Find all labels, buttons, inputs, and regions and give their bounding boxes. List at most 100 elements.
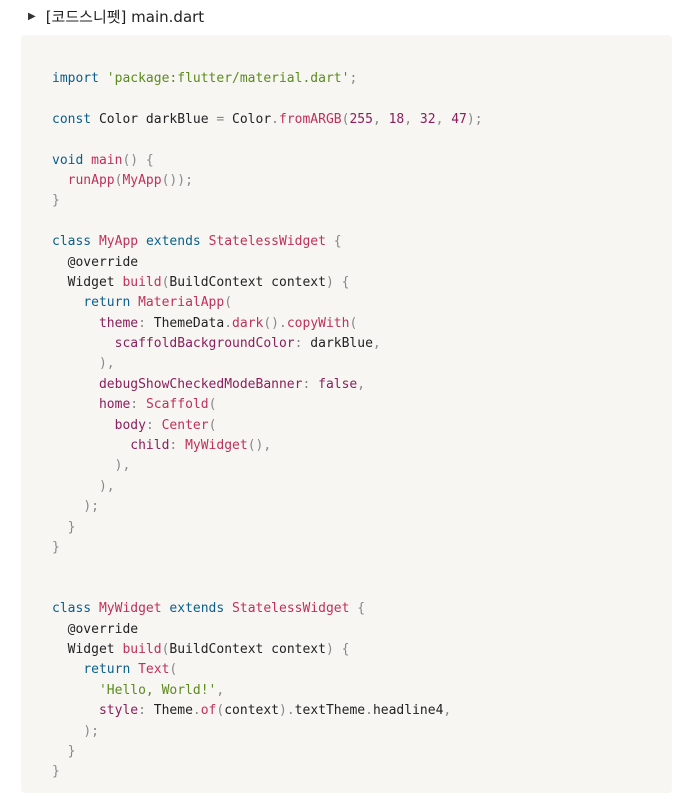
code-token: MaterialApp — [138, 295, 225, 311]
code-token: dark — [232, 315, 264, 331]
code-token: } — [67, 743, 76, 759]
code-token: } — [67, 519, 76, 535]
code-token — [138, 397, 146, 412]
code-line: theme: ThemeData.dark().copyWith( — [52, 314, 483, 334]
code-line: ); — [52, 497, 483, 517]
code-token: ( — [161, 274, 170, 290]
code-line: Widget build(BuildContext context) { — [52, 640, 483, 660]
code-token: , — [404, 111, 420, 127]
code-token: scaffoldBackgroundColor — [114, 336, 295, 352]
code-token: import — [52, 71, 99, 86]
code-token: } — [52, 764, 60, 780]
code-token: , — [372, 336, 381, 352]
code-token: 255 — [349, 111, 373, 127]
code-token: 'package:flutter/material.dart' — [106, 71, 350, 86]
code-token: void — [52, 152, 84, 168]
code-token: fromARGB — [279, 111, 342, 127]
code-token: child — [130, 438, 170, 454]
code-token: ( — [114, 172, 123, 188]
code-token: extends — [145, 234, 201, 250]
code-token: () { — [122, 152, 154, 168]
code-line: return Text( — [52, 660, 483, 680]
code-token: ()); — [161, 172, 193, 188]
code-line: 'Hello, World!', — [52, 681, 483, 701]
code-token: Color darkBlue — [91, 111, 217, 127]
code-token: { — [357, 601, 366, 617]
code-token: 32 — [419, 111, 436, 127]
code-line: ), — [52, 354, 483, 374]
code-line: body: Center( — [52, 416, 483, 436]
code-token — [52, 356, 99, 371]
code-line: ), — [52, 456, 483, 476]
code-line: class MyWidget extends StatelessWidget { — [52, 599, 483, 619]
code-token: ( — [216, 703, 225, 719]
code-token — [52, 520, 68, 535]
disclosure-triangle-icon[interactable]: ▶ — [28, 10, 36, 22]
code-token: false — [318, 376, 358, 392]
code-token: , — [435, 111, 452, 127]
code-token: (). — [263, 315, 287, 331]
code-line: home: Scaffold( — [52, 395, 483, 415]
code-token: ). — [279, 703, 295, 719]
code-token: BuildContext context — [169, 641, 326, 657]
code-line: import 'package:flutter/material.dart'; — [52, 69, 483, 89]
code-token — [130, 295, 138, 310]
code-token: : — [138, 703, 146, 719]
code-token: const — [52, 111, 92, 127]
code-token: class — [52, 234, 92, 250]
code-token: ), — [98, 478, 115, 494]
code-token: darkBlue — [302, 336, 373, 352]
code-line: @override — [52, 620, 483, 640]
code-token: . — [365, 703, 373, 719]
code-line: child: MyWidget(), — [52, 436, 483, 456]
code-token: ); — [83, 499, 99, 515]
code-token — [310, 377, 318, 392]
code-token: ), — [98, 356, 115, 372]
details-summary[interactable]: ▶ [코드스니펫] main.dart — [28, 4, 204, 28]
code-line — [52, 89, 483, 109]
code-token: return — [83, 295, 131, 311]
code-token — [52, 499, 83, 514]
code-token: @override — [52, 621, 139, 637]
code-line: } — [52, 518, 483, 538]
code-token: ( — [169, 662, 178, 678]
code-token: StatelessWidget — [232, 601, 350, 617]
code-token: ( — [224, 295, 233, 311]
code-token: ( — [161, 641, 170, 657]
code-token — [52, 418, 115, 433]
code-token: MyWidget — [185, 438, 248, 454]
code-token: : — [130, 397, 139, 413]
code-token — [83, 153, 91, 168]
code-token — [52, 295, 83, 310]
code-line: style: Theme.of(context).textTheme.headl… — [52, 701, 483, 721]
code-token: { — [333, 234, 342, 250]
code-line — [52, 579, 483, 599]
code-line: runApp(MyApp()); — [52, 171, 483, 191]
code-token: MyApp — [122, 172, 162, 188]
code-token: runApp — [67, 172, 115, 188]
code-token: body — [114, 417, 146, 433]
code-token: home — [98, 397, 131, 413]
code-token — [91, 601, 99, 616]
code-token: ); — [83, 723, 99, 739]
code-token: = — [216, 111, 225, 127]
code-token: ( — [341, 111, 350, 127]
code-token: ThemeData — [145, 315, 225, 331]
code-token: , — [357, 376, 366, 392]
code-token — [52, 703, 99, 718]
code-token: ), — [114, 458, 131, 474]
code-token: . — [224, 315, 233, 331]
code-token: Center — [161, 417, 209, 433]
code-line: scaffoldBackgroundColor: darkBlue, — [52, 334, 483, 354]
code-token: 18 — [388, 111, 405, 127]
code-token: ( — [349, 315, 358, 331]
code-line: void main() { — [52, 151, 483, 171]
code-token — [52, 438, 130, 453]
code-token: ) { — [325, 641, 350, 657]
code-line: } — [52, 762, 483, 782]
code-token — [52, 377, 99, 392]
code-line: const Color darkBlue = Color.fromARGB(25… — [52, 110, 483, 130]
code-token: extends — [169, 601, 225, 617]
code-token: : — [145, 417, 154, 433]
code-token: , — [443, 703, 452, 719]
